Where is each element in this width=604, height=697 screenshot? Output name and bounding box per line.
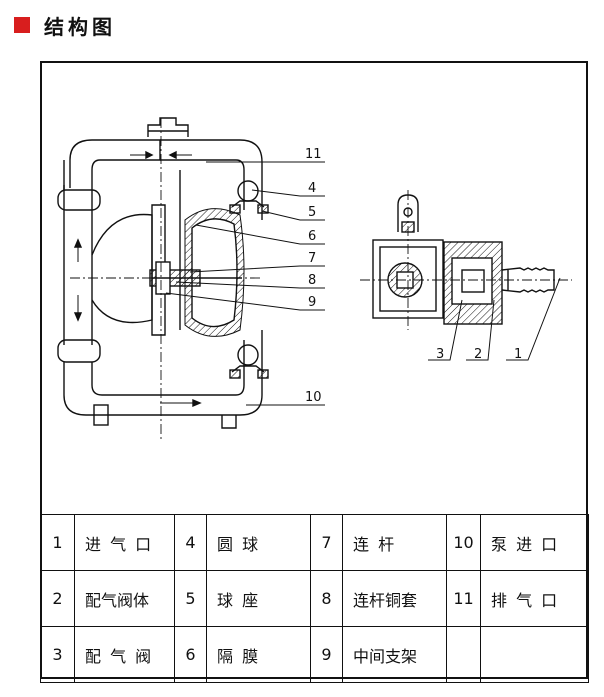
section-heading: 结构图: [14, 8, 116, 42]
parts-table: 1 进 气 口 4 圆 球 7 连 杆 10 泵 进 口 2 配气阀体 5 球 …: [40, 514, 589, 683]
part-name: 圆 球: [206, 514, 311, 571]
air-valve-detail: [360, 190, 572, 330]
section-title: 结构图: [44, 14, 116, 39]
callout-1: 1: [514, 347, 522, 362]
part-number: [446, 626, 481, 683]
callout-10: 10: [305, 390, 322, 405]
callout-9: 9: [308, 295, 316, 310]
part-number: 7: [310, 514, 343, 571]
pump-cross-section: [57, 117, 269, 440]
part-number: 9: [310, 626, 343, 683]
part-name: 中间支架: [342, 626, 447, 683]
callout-6: 6: [308, 229, 316, 244]
part-name: 进 气 口: [74, 514, 175, 571]
part-name: 连杆铜套: [342, 570, 447, 627]
part-number: 6: [174, 626, 207, 683]
part-number: 10: [446, 514, 481, 571]
part-name: 排 气 口: [480, 570, 589, 627]
part-name: 球 座: [206, 570, 311, 627]
callout-7: 7: [308, 251, 316, 266]
part-name: 泵 进 口: [480, 514, 589, 571]
callout-11: 11: [305, 147, 322, 162]
part-number: 8: [310, 570, 343, 627]
valve-leader-lines: [428, 277, 561, 361]
table-row: 3 配 气 阀 6 隔 膜 9 中间支架: [40, 626, 589, 683]
part-number: 3: [40, 626, 75, 683]
callout-3: 3: [436, 347, 444, 362]
callout-2: 2: [474, 347, 482, 362]
part-name: [480, 626, 589, 683]
part-number: 2: [40, 570, 75, 627]
table-row: 1 进 气 口 4 圆 球 7 连 杆 10 泵 进 口: [40, 514, 589, 571]
part-name: 配气阀体: [74, 570, 175, 627]
table-row: 2 配气阀体 5 球 座 8 连杆铜套 11 排 气 口: [40, 570, 589, 627]
part-name: 连 杆: [342, 514, 447, 571]
callout-5: 5: [308, 205, 316, 220]
part-number: 4: [174, 514, 207, 571]
part-name: 配 气 阀: [74, 626, 175, 683]
red-square-marker: [14, 17, 30, 33]
part-number: 1: [40, 514, 75, 571]
part-number: 11: [446, 570, 481, 627]
callout-8: 8: [308, 273, 316, 288]
main-leader-lines: [165, 161, 325, 406]
part-name: 隔 膜: [206, 626, 311, 683]
callout-4: 4: [308, 181, 316, 196]
part-number: 5: [174, 570, 207, 627]
